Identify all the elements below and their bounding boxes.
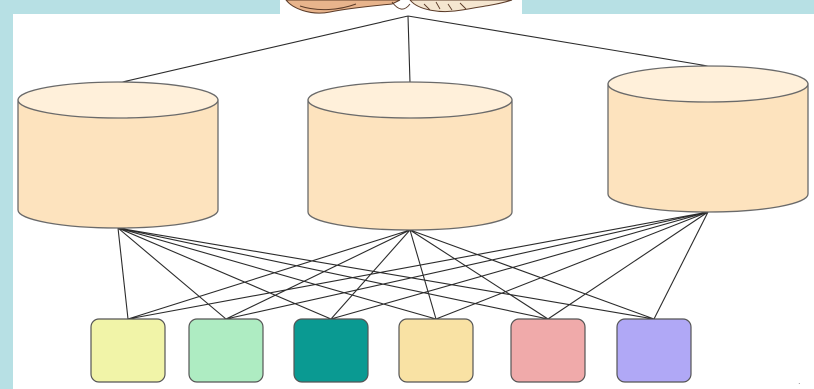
mesh-line-db2-node2 <box>225 229 411 320</box>
database-body <box>607 83 809 213</box>
node-box-1 <box>90 318 166 383</box>
database-body <box>307 99 513 231</box>
mesh-line-db3-node4 <box>435 211 709 320</box>
mesh-line-db3-node5 <box>547 211 709 320</box>
mesh-line-db2-node6 <box>409 229 655 320</box>
mesh-line-db3-node2 <box>225 211 709 320</box>
hub-line-right <box>407 15 709 67</box>
node-box-2 <box>188 318 264 383</box>
frame-border-left <box>0 0 13 389</box>
database-cylinder-icon <box>607 65 809 213</box>
mesh-line-db2-node1 <box>127 229 411 320</box>
database-cylinder-icon <box>307 81 513 231</box>
mesh-line-db1-node3 <box>117 227 332 320</box>
mesh-line-db2-node4 <box>409 229 437 320</box>
hub-line-center <box>407 15 411 84</box>
database-body <box>17 99 219 229</box>
mesh-line-db3-node1 <box>127 211 709 320</box>
database-top <box>17 81 219 119</box>
mesh-line-db3-node6 <box>653 211 709 320</box>
node-box-4 <box>398 318 474 383</box>
mesh-line-db3-node3 <box>330 211 709 320</box>
mesh-line-db1-node5 <box>117 227 549 320</box>
database-top <box>307 81 513 119</box>
mesh-line-db2-node5 <box>409 229 549 320</box>
person-illustration-icon <box>285 0 513 14</box>
database-top <box>607 65 809 103</box>
node-box-5 <box>510 318 586 383</box>
node-box-6 <box>616 318 692 383</box>
node-box-3 <box>293 318 369 383</box>
mesh-connection-lines <box>117 211 709 320</box>
database-cylinder-icon <box>17 81 219 229</box>
client-nodes <box>90 318 692 383</box>
mesh-line-db1-node1 <box>117 227 129 320</box>
frame-border-top-left <box>0 0 280 14</box>
frame-border-top-right <box>522 0 814 14</box>
hub-connection-lines <box>117 15 709 84</box>
corner-mark: . <box>798 377 801 386</box>
mesh-line-db1-node6 <box>117 227 655 320</box>
hub-line-left <box>117 15 409 84</box>
